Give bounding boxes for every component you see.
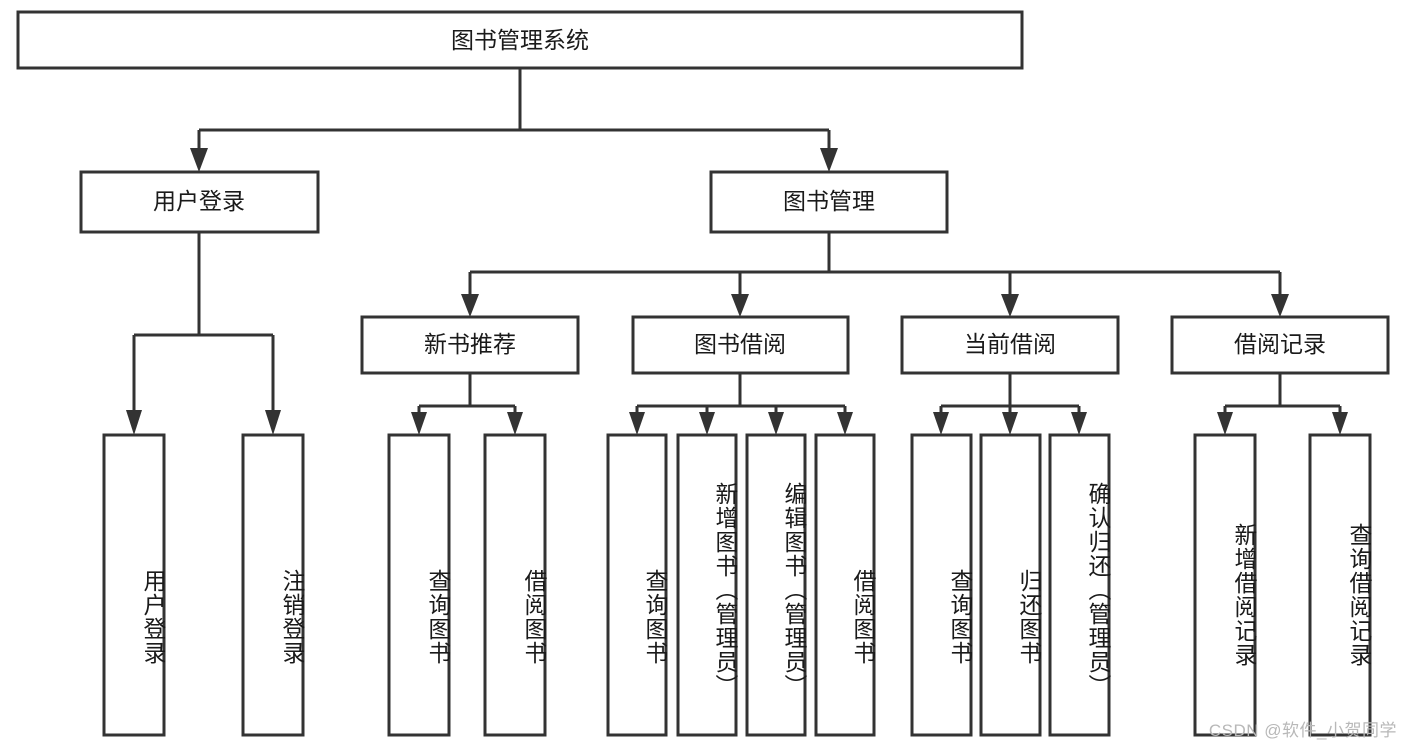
arrow-to-book-borrow <box>731 294 749 317</box>
connector-group-current-borrow <box>933 373 1087 435</box>
node-new-book-recommend[interactable]: 新书推荐 <box>360 315 580 375</box>
node-root[interactable]: 图书管理系统 <box>16 10 1024 70</box>
node-root-box[interactable] <box>16 10 1024 70</box>
node-user-login[interactable]: 用户登录 <box>79 170 320 234</box>
leaf-edit-book-admin-box[interactable] <box>745 433 807 737</box>
node-new-book-recommend-label: 新书推荐 <box>424 331 516 357</box>
watermark-text: CSDN @软件_小贺同学 <box>1208 721 1397 740</box>
node-borrow-record-box[interactable] <box>1170 315 1390 375</box>
leaf-return-book-box[interactable] <box>979 433 1042 737</box>
node-user-login-box[interactable] <box>79 170 320 234</box>
node-user-login-label: 用户登录 <box>153 188 245 214</box>
leaf-query-book-3-box[interactable] <box>910 433 973 737</box>
arrow-to-borrow-record <box>1271 294 1289 317</box>
leaf-query-book-1-box[interactable] <box>387 433 451 737</box>
node-borrow-record[interactable]: 借阅记录 <box>1170 315 1390 375</box>
node-book-management[interactable]: 图书管理 <box>709 170 949 234</box>
leaf-user-login-box[interactable] <box>102 433 166 737</box>
arrow-to-leaf-logout <box>265 410 281 435</box>
arrow-to-new-book-recommend <box>461 294 479 317</box>
connector-group-user-login <box>126 232 281 435</box>
connector-group-root <box>190 68 838 172</box>
node-root-label: 图书管理系统 <box>451 27 589 53</box>
node-book-management-box[interactable] <box>709 170 949 234</box>
node-book-borrow[interactable]: 图书借阅 <box>631 315 850 375</box>
arrow-to-leaf-add-borrow-record <box>1217 412 1233 435</box>
node-new-book-recommend-box[interactable] <box>360 315 580 375</box>
arrow-to-leaf-return-book <box>1002 412 1018 435</box>
arrow-to-leaf-confirm-return-admin <box>1071 412 1087 435</box>
node-current-borrow-box[interactable] <box>900 315 1120 375</box>
connector-group-book-management <box>461 232 1289 317</box>
leaf-logout-box[interactable] <box>241 433 305 737</box>
arrow-to-current-borrow <box>1001 294 1019 317</box>
node-borrow-record-label: 借阅记录 <box>1234 331 1326 357</box>
arrow-to-leaf-borrow-book-2 <box>837 412 853 435</box>
leaf-borrow-book-2-box[interactable] <box>814 433 876 737</box>
leaf-query-book-2-box[interactable] <box>606 433 668 737</box>
arrow-to-leaf-query-book-3 <box>933 412 949 435</box>
arrow-root-to-user-login <box>190 148 208 172</box>
node-book-management-label: 图书管理 <box>783 188 875 214</box>
connector-group-new-book-recommend <box>411 373 523 435</box>
leaf-add-borrow-record-box[interactable] <box>1193 433 1257 737</box>
leaf-add-book-admin-box[interactable] <box>676 433 738 737</box>
arrow-to-leaf-borrow-book-1 <box>507 412 523 435</box>
arrow-root-to-book-management <box>820 148 838 172</box>
arrow-to-leaf-query-book-1 <box>411 412 427 435</box>
arrow-to-leaf-query-book-2 <box>629 412 645 435</box>
leaf-query-borrow-record-box[interactable] <box>1308 433 1372 737</box>
node-book-borrow-box[interactable] <box>631 315 850 375</box>
node-book-borrow-label: 图书借阅 <box>694 331 786 357</box>
leaf-boxes-group <box>102 433 1372 737</box>
arrow-to-leaf-query-borrow-record <box>1332 412 1348 435</box>
arrow-to-leaf-edit-book-admin <box>768 412 784 435</box>
leaf-confirm-return-admin-box[interactable] <box>1048 433 1111 737</box>
node-current-borrow[interactable]: 当前借阅 <box>900 315 1120 375</box>
arrow-to-leaf-user-login <box>126 410 142 435</box>
arrow-to-leaf-add-book-admin <box>699 412 715 435</box>
connector-group-borrow-record <box>1217 373 1348 435</box>
node-current-borrow-label: 当前借阅 <box>964 331 1056 357</box>
connector-group-book-borrow <box>629 373 853 435</box>
leaf-borrow-book-1-box[interactable] <box>483 433 547 737</box>
